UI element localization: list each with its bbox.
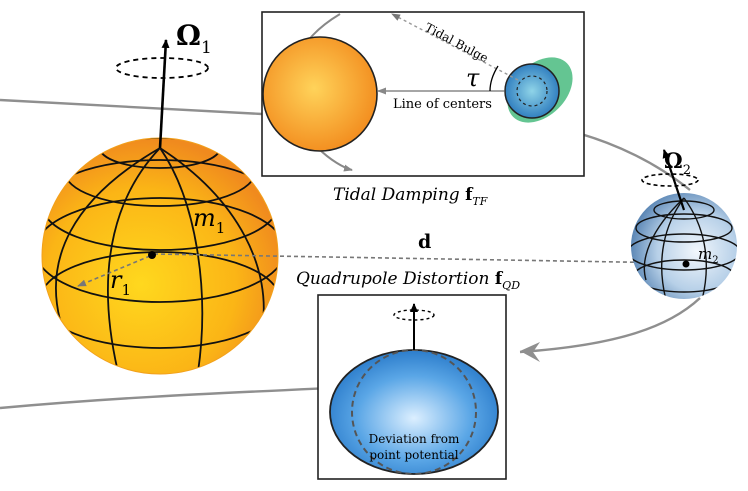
separation-line — [153, 253, 680, 267]
tidal-damping-title: Tidal Damping fTF — [333, 185, 488, 208]
tau-label: τ — [466, 64, 480, 92]
quadrupole-title: Quadrupole Distortion fQD — [296, 269, 520, 292]
r1-label: r1 — [110, 266, 131, 299]
m1-label: m1 — [193, 204, 225, 237]
primary-star — [41, 137, 279, 375]
radius-line — [77, 255, 151, 287]
companion-star — [631, 193, 737, 299]
omega1-label: Ω1 — [176, 19, 212, 58]
deviation-label-line2: point potential — [369, 448, 458, 462]
deviation-label-line1: Deviation from — [369, 432, 460, 446]
tidal-damping-inset — [261, 11, 585, 177]
spin-axis-1 — [115, 39, 209, 149]
d-label: d — [418, 231, 431, 253]
spin-axis-2 — [641, 149, 699, 211]
omega2-label: Ω2 — [664, 148, 691, 178]
primary-center-dot — [148, 251, 156, 259]
quadrupole-inset — [317, 294, 507, 480]
line-of-centers-label: Line of centers — [393, 97, 492, 112]
orbit-arrow-icon — [520, 342, 540, 362]
m2-label: m2 — [698, 245, 719, 266]
